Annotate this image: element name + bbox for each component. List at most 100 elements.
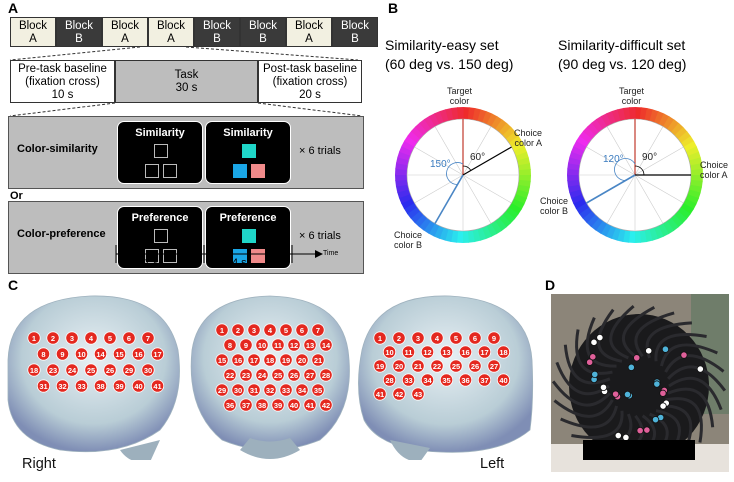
channel-label: 11 [405, 348, 413, 357]
channel-dot [247, 353, 261, 367]
panel-letter-d: D [545, 277, 556, 293]
channel-label: 4 [89, 334, 94, 343]
channel-dot [223, 398, 237, 412]
channel-label: 26 [290, 371, 298, 380]
channel-label: 2 [236, 326, 240, 335]
empty-choice-square [163, 164, 177, 178]
wheel-segment [573, 198, 587, 209]
wheel-segment [623, 107, 631, 120]
optode [627, 363, 635, 371]
color-wheel-difficult [567, 107, 703, 243]
channel-label: 22 [226, 371, 234, 380]
empty-choice-square [163, 249, 177, 263]
pre-task-line2: (fixation cross) [25, 76, 100, 88]
optode [590, 338, 598, 346]
channel-label: 6 [127, 334, 131, 343]
optode-cable [622, 305, 656, 358]
wheel-segment [457, 107, 464, 120]
brain-stem-back [240, 438, 300, 459]
wheel-segment [595, 220, 607, 234]
wheel-segment [515, 189, 529, 199]
channel-dot [27, 363, 41, 377]
wheel-segment [687, 189, 701, 199]
channel-dot [468, 359, 482, 373]
channel-dot [55, 379, 70, 393]
channel-dot [65, 363, 79, 377]
channel-label: 22 [433, 362, 441, 371]
wheel-segment [505, 131, 520, 144]
channel-label: 12 [423, 348, 431, 357]
preference-screen-1: Preference [117, 206, 203, 269]
channel-dot [263, 383, 277, 397]
optode [622, 433, 630, 442]
wheel-segment [516, 184, 530, 194]
channel-label: 41 [153, 382, 161, 391]
empty-target-square [154, 144, 168, 158]
choice-b-line [434, 174, 464, 224]
wheel-segment [513, 194, 527, 205]
wheel-spoke [462, 174, 492, 224]
channel-label: 1 [32, 334, 36, 343]
channel-label: 42 [322, 401, 330, 410]
channel-label: 36 [226, 401, 234, 410]
channel-dot [93, 347, 108, 361]
wheel-segment [423, 220, 435, 234]
panel-letter-c: C [8, 277, 19, 293]
channel-dot [295, 353, 309, 367]
channel-label: 15 [115, 350, 123, 359]
channel-dot [223, 368, 237, 382]
channel-label: 10 [77, 350, 85, 359]
wheel-segment [502, 210, 516, 224]
wheel-segment [401, 140, 415, 152]
wheel-segment [407, 130, 421, 143]
wheel-segment [689, 157, 703, 166]
optode [645, 347, 653, 355]
channel-dot [411, 359, 425, 373]
channel-label: 29 [125, 366, 133, 375]
wheel-segment [617, 107, 626, 121]
channel-dot [392, 331, 406, 345]
wheel-segment [680, 135, 695, 148]
optode-cable [609, 305, 635, 360]
optode [659, 389, 667, 397]
channel-dot [411, 331, 425, 345]
easy-choice-b-label: Choice color B [394, 230, 422, 250]
post-task-baseline-box: Post-task baseline (fixation cross) 20 s [258, 60, 362, 103]
optode [614, 431, 622, 440]
similarity-screen-1: Similarity [117, 121, 203, 184]
wheel-segment [445, 107, 454, 121]
wheel-segment [486, 223, 497, 237]
wheel-segment [677, 207, 691, 220]
wheel-segment [570, 193, 585, 204]
channel-label: 19 [282, 356, 290, 365]
channel-label: 3 [416, 334, 420, 343]
channel-dot [439, 345, 454, 359]
channel-label: 24 [258, 371, 267, 380]
channel-dot [373, 387, 387, 401]
choice-b-line1: Choice [394, 230, 423, 240]
wheel-segment [674, 210, 688, 224]
wheel-segment [670, 122, 684, 136]
wheel-segment [518, 163, 531, 171]
choice-pink-square [251, 249, 265, 263]
channel-label: 34 [423, 376, 432, 385]
wheel-segment [395, 184, 409, 193]
channel-label: 13 [442, 348, 450, 357]
choice-a-line2: color A [700, 170, 728, 180]
brain-stem-right [120, 440, 160, 460]
block-word: Block [156, 20, 186, 32]
wheel-segment [567, 184, 581, 193]
wheel-segment [418, 217, 431, 231]
screen-title: Preference [131, 212, 189, 224]
optode [661, 345, 670, 353]
channel-label: 13 [306, 341, 314, 350]
optode-cable [560, 405, 619, 429]
wheel-segment [690, 163, 703, 171]
channel-dot [131, 379, 146, 393]
timeline-1s: 1 s [144, 257, 159, 269]
wheel-segment [419, 118, 432, 133]
difficult-angle-a: 90° [642, 152, 658, 163]
channel-dot [36, 379, 51, 393]
channel-dot [401, 373, 416, 387]
